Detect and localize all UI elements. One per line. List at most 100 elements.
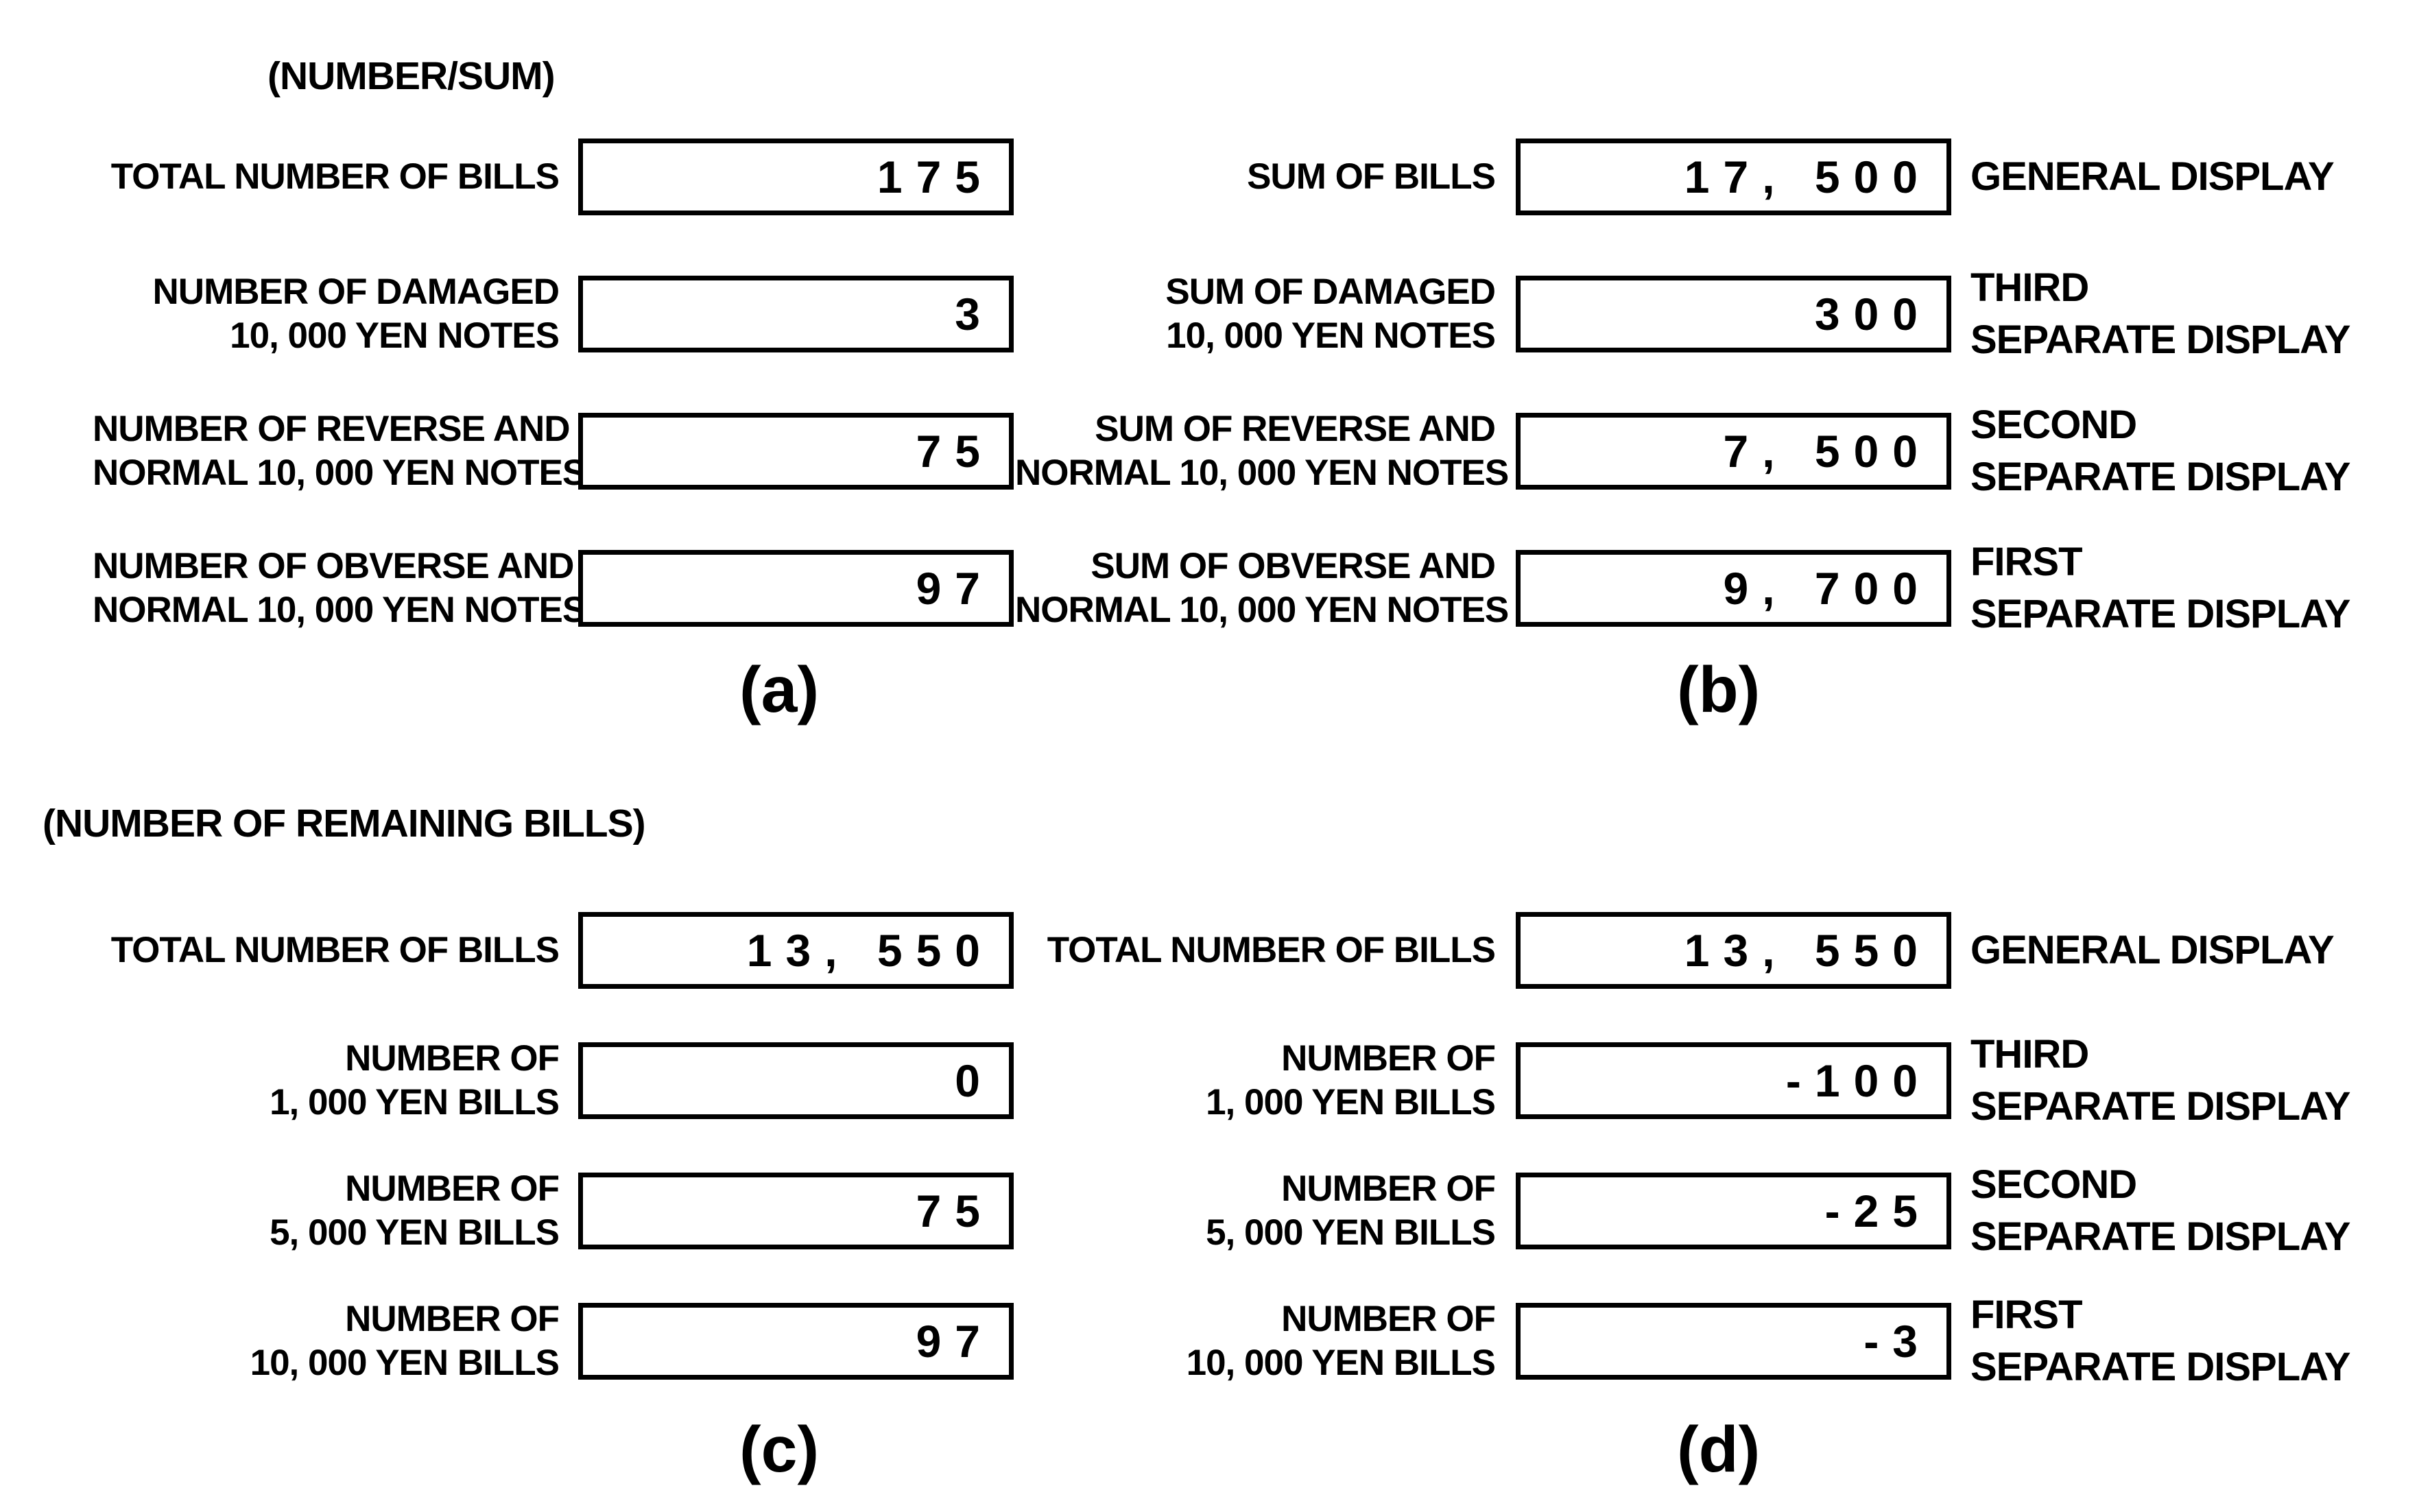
display-value: 7, 500 <box>1723 426 1931 477</box>
caption-line: SEPARATE DISPLAY <box>1970 1345 2350 1389</box>
value-display-box: 17, 500 <box>1516 139 1951 215</box>
display-caption: SECOND SEPARATE DISPLAY <box>1970 399 2350 503</box>
row-label-line: NORMAL 10, 000 YEN NOTES <box>93 590 586 630</box>
display-caption: GENERAL DISPLAY <box>1970 924 2335 976</box>
row-sum-of-bills: SUM OF BILLS 17, 500 GENERAL DISPLAY <box>1015 139 2350 215</box>
row-label: SUM OF BILLS <box>1015 155 1496 199</box>
display-value: 3 <box>955 289 994 339</box>
row-total-number-of-bills: TOTAL NUMBER OF BILLS 13, 550 <box>93 912 1014 989</box>
caption-line: THIRD <box>1970 265 2089 310</box>
display-caption: FIRST SEPARATE DISPLAY <box>1970 536 2350 640</box>
row-label-line: NUMBER OF <box>345 1168 560 1209</box>
row-label-line: 1, 000 YEN BILLS <box>1206 1082 1496 1123</box>
display-value: 97 <box>916 563 994 614</box>
caption-line: THIRD <box>1970 1032 2089 1077</box>
row-label-line: NUMBER OF OBVERSE AND <box>93 546 574 586</box>
row-number-of-obverse-normal-notes: NUMBER OF OBVERSE AND NORMAL 10, 000 YEN… <box>93 546 1014 630</box>
panel-letter-c: (c) <box>739 1413 820 1486</box>
row-label: TOTAL NUMBER OF BILLS <box>93 155 560 199</box>
row-label-line: NORMAL 10, 000 YEN NOTES <box>1015 453 1509 493</box>
display-value: 75 <box>916 1186 994 1236</box>
row-number-of-reverse-normal-notes: NUMBER OF REVERSE AND NORMAL 10, 000 YEN… <box>93 409 1014 493</box>
row-label-line: 10, 000 YEN BILLS <box>1186 1343 1496 1383</box>
row-label-line: TOTAL NUMBER OF BILLS <box>110 156 560 197</box>
row-label-line: NUMBER OF REVERSE AND <box>93 409 571 449</box>
panel-letter-b: (b) <box>1677 653 1761 726</box>
row-label-line: 10, 000 YEN NOTES <box>1166 315 1496 356</box>
row-number-of-1000-yen-bills: NUMBER OF 1, 000 YEN BILLS 0 <box>93 1038 1014 1123</box>
display-value: 175 <box>877 152 994 202</box>
row-label: SUM OF OBVERSE AND NORMAL 10, 000 YEN NO… <box>1015 544 1509 632</box>
row-label-line: NUMBER OF <box>1281 1168 1496 1209</box>
row-label-line: NORMAL 10, 000 YEN NOTES <box>1015 590 1509 630</box>
display-caption: FIRST SEPARATE DISPLAY <box>1970 1289 2350 1393</box>
value-display-box: -25 <box>1516 1173 1951 1249</box>
caption-line: SEPARATE DISPLAY <box>1970 592 2350 636</box>
row-sum-of-obverse-normal-notes: SUM OF OBVERSE AND NORMAL 10, 000 YEN NO… <box>1015 540 2350 636</box>
row-label: NUMBER OF 1, 000 YEN BILLS <box>93 1037 560 1125</box>
value-display-box: 97 <box>578 550 1014 627</box>
value-display-box: 9, 700 <box>1516 550 1951 627</box>
row-number-of-10000-yen-bills: NUMBER OF 10, 000 YEN BILLS -3 FIRST SEP… <box>1015 1293 2351 1389</box>
panel-letter-d: (d) <box>1677 1413 1761 1486</box>
row-number-of-5000-yen-bills: NUMBER OF 5, 000 YEN BILLS -25 SECOND SE… <box>1015 1162 2350 1259</box>
value-display-box: -100 <box>1516 1042 1951 1119</box>
section-header-number-sum: (NUMBER/SUM) <box>267 54 556 98</box>
caption-line: GENERAL DISPLAY <box>1970 154 2335 199</box>
caption-line: SEPARATE DISPLAY <box>1970 455 2350 499</box>
value-display-box: 3 <box>578 276 1014 352</box>
display-value: 0 <box>955 1055 994 1106</box>
row-label: TOTAL NUMBER OF BILLS <box>1015 928 1496 972</box>
row-label-line: 1, 000 YEN BILLS <box>270 1082 560 1123</box>
row-label-line: NUMBER OF <box>345 1038 560 1079</box>
row-label: NUMBER OF DAMAGED 10, 000 YEN NOTES <box>93 270 560 358</box>
display-value: 9, 700 <box>1723 563 1931 614</box>
value-display-box: -3 <box>1516 1303 1951 1380</box>
caption-line: SECOND <box>1970 1162 2137 1207</box>
display-value: 75 <box>916 426 994 477</box>
caption-line: FIRST <box>1970 1293 2083 1337</box>
row-label-line: TOTAL NUMBER OF BILLS <box>1047 930 1496 970</box>
row-label: NUMBER OF 5, 000 YEN BILLS <box>93 1167 560 1255</box>
display-caption: SECOND SEPARATE DISPLAY <box>1970 1159 2350 1263</box>
display-value: 13, 550 <box>1684 925 1931 976</box>
caption-line: SEPARATE DISPLAY <box>1970 1214 2350 1259</box>
row-label-line: NUMBER OF DAMAGED <box>152 272 560 312</box>
row-label: NUMBER OF 10, 000 YEN BILLS <box>93 1297 560 1385</box>
row-label-line: NORMAL 10, 000 YEN NOTES <box>93 453 586 493</box>
display-caption: GENERAL DISPLAY <box>1970 151 2335 203</box>
value-display-box: 175 <box>578 139 1014 215</box>
row-label-line: NUMBER OF <box>1281 1038 1496 1079</box>
row-label: NUMBER OF REVERSE AND NORMAL 10, 000 YEN… <box>93 407 586 495</box>
value-display-box: 13, 550 <box>1516 912 1951 989</box>
row-number-of-10000-yen-bills: NUMBER OF 10, 000 YEN BILLS 97 <box>93 1299 1014 1383</box>
row-total-number-of-bills: TOTAL NUMBER OF BILLS 175 <box>93 139 1014 215</box>
row-label-line: NUMBER OF <box>345 1299 560 1339</box>
caption-line: GENERAL DISPLAY <box>1970 928 2335 972</box>
row-label-line: SUM OF DAMAGED <box>1165 272 1496 312</box>
panel-d: TOTAL NUMBER OF BILLS 13, 550 GENERAL DI… <box>1015 912 2350 1433</box>
row-label: SUM OF REVERSE AND NORMAL 10, 000 YEN NO… <box>1015 407 1509 495</box>
caption-line: FIRST <box>1970 540 2083 584</box>
row-label-line: SUM OF REVERSE AND <box>1095 409 1496 449</box>
row-label-line: TOTAL NUMBER OF BILLS <box>110 930 560 970</box>
value-display-box: 0 <box>578 1042 1014 1119</box>
value-display-box: 75 <box>578 413 1014 490</box>
row-sum-of-reverse-normal-notes: SUM OF REVERSE AND NORMAL 10, 000 YEN NO… <box>1015 403 2350 499</box>
panel-letter-a: (a) <box>739 653 820 726</box>
value-display-box: 7, 500 <box>1516 413 1951 490</box>
display-value: -100 <box>1785 1055 1931 1106</box>
row-label-line: 10, 000 YEN NOTES <box>230 315 560 356</box>
row-total-number-of-bills: TOTAL NUMBER OF BILLS 13, 550 GENERAL DI… <box>1015 912 2350 989</box>
row-label-line: NUMBER OF <box>1281 1299 1496 1339</box>
display-value: -25 <box>1824 1186 1931 1236</box>
row-label: TOTAL NUMBER OF BILLS <box>93 928 560 972</box>
panel-b: SUM OF BILLS 17, 500 GENERAL DISPLAY SUM… <box>1015 139 2350 687</box>
panel-c: TOTAL NUMBER OF BILLS 13, 550 NUMBER OF … <box>93 912 1014 1433</box>
row-label: SUM OF DAMAGED 10, 000 YEN NOTES <box>1015 270 1496 358</box>
row-label-line: 5, 000 YEN BILLS <box>1206 1212 1496 1253</box>
display-value: 300 <box>1814 289 1931 339</box>
display-caption: THIRD SEPARATE DISPLAY <box>1970 262 2350 366</box>
display-caption: THIRD SEPARATE DISPLAY <box>1970 1029 2350 1133</box>
panel-a: TOTAL NUMBER OF BILLS 175 NUMBER OF DAMA… <box>93 139 1014 687</box>
